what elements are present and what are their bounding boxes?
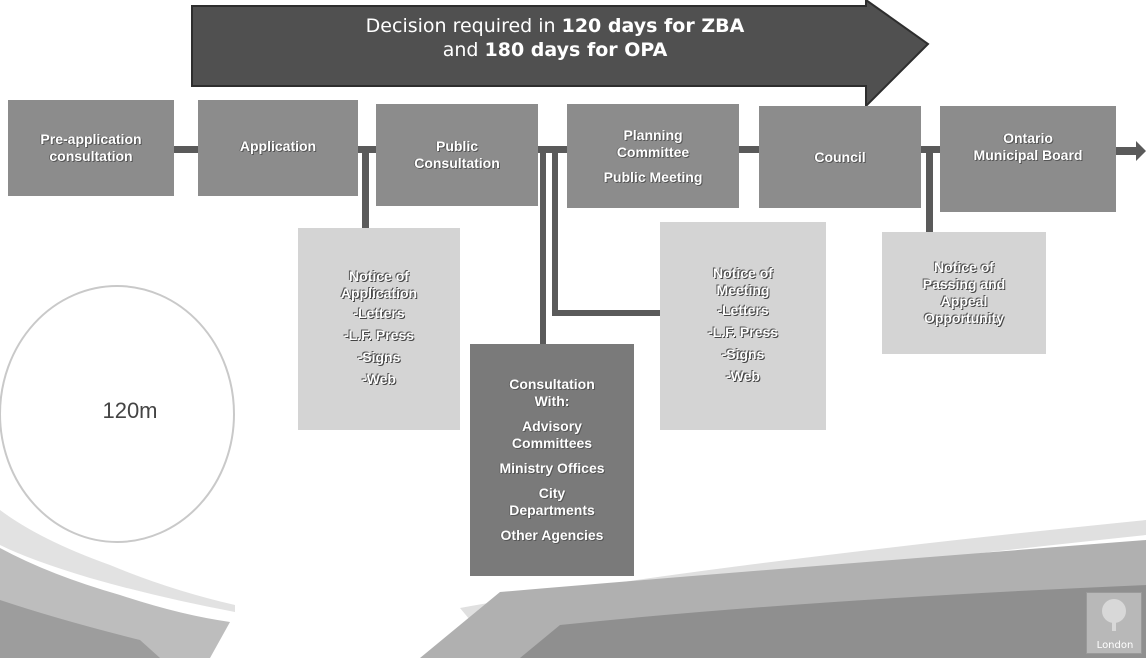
stage-council-label: Council <box>814 148 866 165</box>
continue-arrow <box>1116 141 1146 161</box>
consultation-with: Consultation With: Advisory Committees M… <box>470 344 634 576</box>
stage-planning-committee-line2: Committee <box>616 143 690 160</box>
connector-public-consultation-with <box>540 150 546 346</box>
consultation-item: Other Agencies <box>500 527 604 543</box>
london-logo <box>1086 592 1142 654</box>
notice-application-title2: Application <box>340 285 418 301</box>
notice-application-item: -Signs <box>357 349 401 365</box>
stage-omb: Ontario Municipal Board <box>940 106 1116 212</box>
consultation-title2: With: <box>534 393 570 409</box>
consultation-item: City <box>538 485 566 501</box>
decision-banner: Decision required in 120 days for ZBA an… <box>190 14 920 62</box>
notice-meeting-item: -L.F. Press <box>707 324 779 340</box>
notice-meeting-title1: Notice of <box>713 265 773 281</box>
notice-meeting-title2: Meeting <box>716 282 770 298</box>
notice-application-item: -Web <box>362 371 396 387</box>
notice-of-application: Notice of Application -Letters -L.F. Pre… <box>298 228 460 430</box>
notice-passing-line3: Appeal <box>940 293 988 309</box>
notice-passing-line1: Notice of <box>934 259 994 275</box>
banner-line1-bold: 120 days for ZBA <box>561 15 745 37</box>
stage-omb-line2: Municipal Board <box>973 147 1083 163</box>
notice-of-meeting: Notice of Meeting -Letters -L.F. Press -… <box>660 222 826 430</box>
banner-line1-text: Decision required in <box>365 15 562 37</box>
stage-planning-committee: Planning Committee Public Meeting <box>567 104 739 208</box>
connector-planning-council <box>738 146 760 153</box>
connector-public-meeting-notice-v <box>552 150 558 316</box>
notice-passing-line2: Passing and <box>922 276 1006 292</box>
notice-meeting-item: -Signs <box>721 346 765 362</box>
stage-public-consultation-line2: Consultation <box>414 155 500 171</box>
london-logo-text: London <box>1096 640 1134 651</box>
stage-public-meeting-label: Public Meeting <box>603 168 703 185</box>
radius-circle <box>0 285 235 543</box>
banner-line2-bold: 180 days for OPA <box>484 39 668 61</box>
notice-application-item: -L.F. Press <box>343 327 415 343</box>
consultation-title1: Consultation <box>509 376 595 392</box>
stage-planning-committee-line1: Planning <box>623 126 683 143</box>
stage-pre-application-line1: Pre-application <box>40 131 142 147</box>
connector-pre-app <box>172 146 200 153</box>
connector-public-planning <box>536 146 568 153</box>
connector-public-meeting-notice-h <box>552 310 664 316</box>
notice-meeting-item: -Letters <box>717 302 769 318</box>
stage-application: Application <box>198 100 358 196</box>
stage-council: Council <box>759 106 921 208</box>
stage-omb-line1: Ontario <box>1003 130 1053 146</box>
consultation-item: Ministry Offices <box>499 460 605 476</box>
connector-council-omb <box>918 146 942 153</box>
notice-application-item: -Letters <box>353 305 405 321</box>
consultation-item: Committees <box>511 435 593 451</box>
notice-passing-line4: Opportunity <box>923 310 1005 326</box>
stage-public-consultation: Public Consultation <box>376 104 538 206</box>
stage-pre-application-line2: consultation <box>49 148 133 164</box>
connector-council-passing <box>926 150 933 234</box>
stage-application-label: Application <box>239 138 317 154</box>
notice-of-passing: Notice of Passing and Appeal Opportunity <box>882 232 1046 354</box>
stage-public-consultation-line1: Public <box>435 138 478 154</box>
stage-pre-application: Pre-application consultation <box>8 100 174 196</box>
timeline-arrow <box>191 0 930 109</box>
tree-icon <box>1102 599 1126 631</box>
connector-app-public <box>356 146 378 153</box>
consultation-item: Departments <box>509 502 595 518</box>
notice-meeting-item: -Web <box>726 368 760 384</box>
notice-application-title1: Notice of <box>349 268 409 284</box>
banner-line2-text: and <box>442 39 485 61</box>
radius-label: 120m <box>102 398 158 423</box>
consultation-item: Advisory <box>522 418 582 434</box>
connector-application-notice <box>362 150 369 232</box>
